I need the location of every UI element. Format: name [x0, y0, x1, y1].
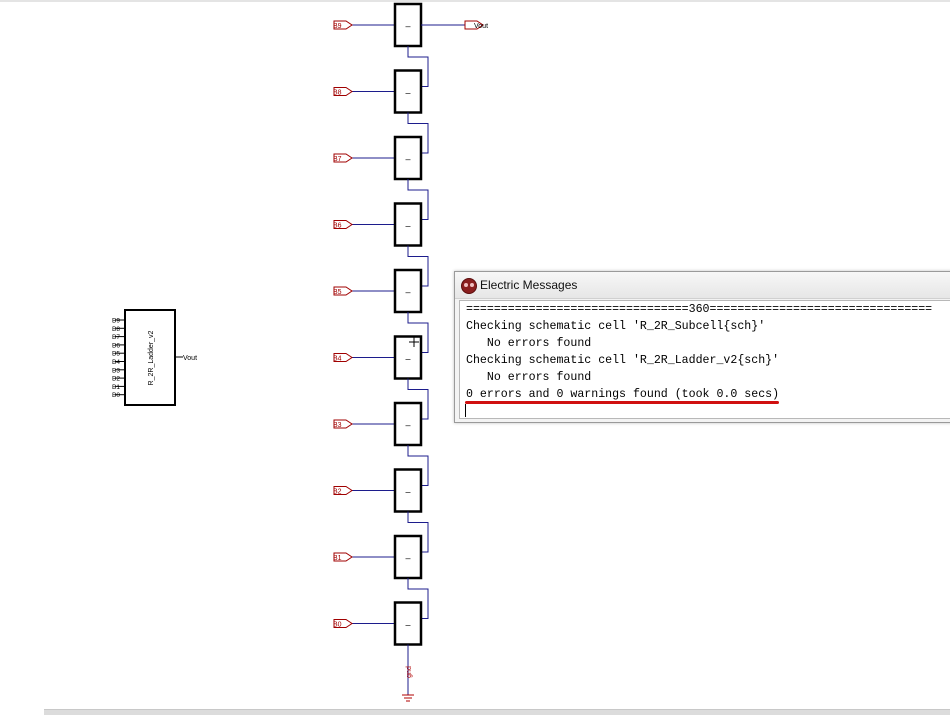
- input-port[interactable]: [333, 286, 353, 296]
- subcell-instance[interactable]: B6 –: [333, 202, 423, 247]
- subcell-instance[interactable]: B2 –: [333, 468, 423, 513]
- messages-titlebar[interactable]: Electric Messages: [455, 272, 950, 299]
- ladder-wire: [407, 112, 429, 154]
- subcell-box: [393, 601, 423, 646]
- icon-input-label: B3: [112, 367, 120, 374]
- ground-label: gnd: [406, 666, 413, 678]
- summary-highlight-underline: [465, 401, 779, 404]
- ladder-wire: [407, 245, 429, 287]
- subcell-label: –: [405, 287, 410, 297]
- subcell-instance[interactable]: B8 –: [333, 69, 423, 114]
- icon-input-label: B0: [112, 392, 120, 399]
- input-port[interactable]: [333, 153, 353, 163]
- input-port[interactable]: [333, 419, 353, 429]
- subcell-box: [393, 268, 423, 314]
- ladder-wire: [407, 46, 429, 87]
- icon-input-label: B2: [112, 376, 120, 383]
- electric-app-icon: [461, 278, 477, 294]
- ladder-schematic: B9 – B8 – B7 – B6 – B5 – B4 – B3 – B2 – B1 – B0 – Vout gnd: [333, 2, 488, 702]
- message-line: No errors found: [466, 371, 592, 384]
- text-cursor: [465, 404, 466, 417]
- ladder-wire: [407, 312, 429, 353]
- crosshair-marker: [409, 337, 419, 347]
- subcell-instance[interactable]: B5 –: [333, 268, 423, 314]
- icon-input-label: B9: [112, 318, 120, 325]
- subcell-label: –: [405, 21, 410, 31]
- output-port-label: Vout: [474, 23, 488, 30]
- input-port[interactable]: [333, 353, 353, 362]
- subcell-label: –: [405, 487, 410, 497]
- icon-input-label: B5: [112, 351, 120, 358]
- input-port[interactable]: [333, 619, 353, 628]
- input-port-label: B5: [333, 289, 342, 296]
- message-line: Checking schematic cell 'R_2R_Subcell{sc…: [466, 320, 766, 333]
- message-separator-line: ================================360=====…: [466, 303, 933, 316]
- subcell-instance[interactable]: B3 –: [333, 401, 423, 447]
- output-port[interactable]: [464, 20, 484, 30]
- input-port[interactable]: [333, 87, 353, 96]
- messages-window-title: Electric Messages: [480, 278, 578, 292]
- input-port-label: B7: [333, 156, 342, 163]
- input-port-label: B3: [333, 422, 342, 429]
- message-line: Checking schematic cell 'R_2R_Ladder_v2{…: [466, 354, 780, 367]
- messages-window[interactable]: Electric Messages ======================…: [454, 271, 950, 423]
- icon-input-label: B8: [112, 326, 120, 333]
- subcell-label: –: [405, 354, 410, 364]
- icon-cell-name: R_2R_Ladder_v2: [148, 330, 155, 385]
- subcell-instance[interactable]: B7 –: [333, 135, 423, 181]
- ladder-wire: [407, 511, 429, 553]
- subcell-label: –: [405, 88, 410, 98]
- input-port-label: B2: [333, 489, 342, 496]
- ladder-wire: [407, 578, 429, 619]
- input-port-label: B4: [333, 356, 342, 363]
- subcell-instance[interactable]: B4 –: [333, 335, 423, 380]
- icon-input-label: B7: [112, 334, 120, 341]
- ladder-wire: [407, 378, 429, 420]
- message-line: No errors found: [466, 337, 592, 350]
- ladder-wire: [407, 179, 429, 220]
- ladder-wire: [407, 445, 429, 486]
- subcell-instance[interactable]: B9 –: [333, 2, 423, 48]
- subcell-label: –: [405, 154, 410, 164]
- subcell-box: [393, 69, 423, 114]
- message-summary-line: 0 errors and 0 warnings found (took 0.0 …: [466, 388, 780, 401]
- subcell-label: –: [405, 620, 410, 630]
- input-port[interactable]: [333, 220, 353, 229]
- subcell-label: –: [405, 553, 410, 563]
- input-port-label: B8: [333, 90, 342, 97]
- icon-input-label: B1: [112, 384, 120, 391]
- ground-icon: [402, 694, 414, 702]
- icon-input-label: B4: [112, 359, 120, 366]
- input-port-label: B9: [333, 23, 342, 30]
- input-port-label: B0: [333, 622, 342, 629]
- horizontal-scrollbar[interactable]: [44, 709, 950, 715]
- input-port[interactable]: [333, 486, 353, 495]
- input-port[interactable]: [333, 20, 353, 30]
- icon-input-label: B6: [112, 342, 120, 349]
- input-port-label: B6: [333, 223, 342, 230]
- subcell-box: [393, 135, 423, 181]
- subcell-instance[interactable]: B0 –: [333, 601, 423, 646]
- icon-output-label: Vout: [183, 355, 197, 362]
- subcell-instance[interactable]: B1 –: [333, 534, 423, 580]
- input-port[interactable]: [333, 552, 353, 562]
- subcell-label: –: [405, 221, 410, 231]
- input-port-label: B1: [333, 555, 342, 562]
- subcell-label: –: [405, 420, 410, 430]
- messages-text-area[interactable]: ================================360=====…: [459, 300, 950, 419]
